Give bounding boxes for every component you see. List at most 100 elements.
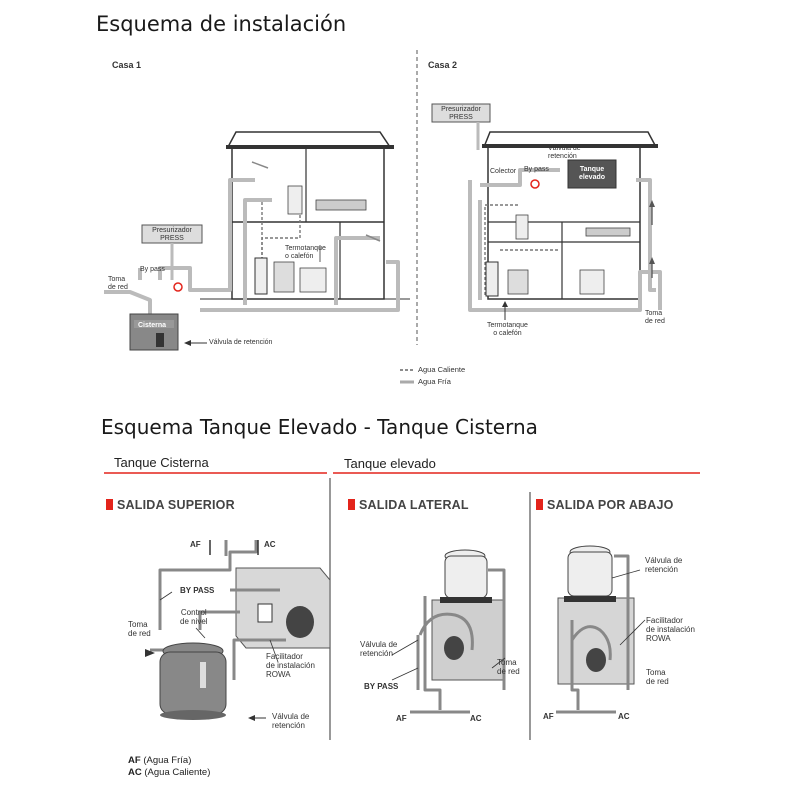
casa2-presurizador-l2: PRESS (449, 114, 473, 121)
casa2-tanque-label: Tanque elevado (574, 166, 610, 182)
p3-facilitador-label: Facilitador de instalación ROWA (646, 616, 695, 643)
casa2-termotanque (485, 261, 499, 297)
p2-ac-label: AC (470, 714, 482, 723)
p3-ac-label: AC (618, 712, 630, 721)
casa1-termotanque-label: Termotanque o calefón (285, 245, 326, 261)
panel-abajo-title: SALIDA POR ABAJO (536, 498, 674, 512)
casa2-termotanque-l2: o calefón (493, 330, 522, 337)
p3-facilitador-l2: de instalación (646, 625, 695, 634)
panel-abajo-title-text: SALIDA POR ABAJO (547, 498, 674, 512)
casa1-presurizador-label: Presurizador PRESS (145, 227, 199, 243)
p1-control-l1: Control (180, 608, 207, 617)
p2-bypass-label: BY PASS (364, 682, 399, 691)
p1-control-l2: de nivel (180, 617, 208, 626)
second-title: Esquema Tanque Elevado - Tanque Cisterna (101, 415, 538, 439)
panel-superior-title: SALIDA SUPERIOR (106, 498, 235, 512)
p2-valvula-label: Válvula de retención (360, 640, 397, 658)
p3-toma-label: Toma de red (646, 668, 669, 686)
p2-toma-l1: Toma (497, 658, 517, 667)
casa1-termotanque-l1: Termotanque (285, 245, 326, 252)
casa1-valvula-label: Válvula de retención (209, 339, 273, 346)
p1-facilitador-l2: de instalación (266, 661, 315, 670)
casa1-toma-label: Toma de red (108, 276, 128, 292)
p1-facilitador-l3: ROWA (266, 670, 291, 679)
p2-valvula-l1: Válvula de (360, 640, 398, 649)
casa1-termotanque-l2: o calefón (285, 253, 314, 260)
casa1-toma-l1: Toma (108, 276, 126, 283)
casa2-cold-pipes (468, 168, 662, 312)
casa1-bypass-label: By pass (140, 266, 165, 273)
installation-diagram (104, 50, 662, 384)
p1-facilitador-l1: Facilitador (266, 652, 303, 661)
panel1-drawing (145, 540, 331, 721)
panel-superior-title-text: SALIDA SUPERIOR (117, 498, 235, 512)
casa2-valvula-label: Válvula de retención (548, 145, 581, 161)
p3-valvula-l1: Válvula de (645, 556, 683, 565)
casa2-valvula-l1: Válvula de (548, 145, 581, 152)
casa2-tanque-elevado (567, 159, 617, 189)
p2-valvula-l2: retención (360, 649, 393, 658)
p1-valvula-l1: Válvula de (272, 712, 310, 721)
casa1-toma-l2: de red (108, 284, 128, 291)
casa2-presurizador-l1: Presurizador (441, 106, 481, 113)
p2-af-label: AF (396, 714, 407, 723)
casa2-tanque-l1: Tanque (579, 166, 605, 173)
casa2-presurizador-label: Presurizador PRESS (433, 106, 489, 122)
casa1-pump-icon (173, 282, 183, 292)
legend-ac-desc: (Agua Caliente) (144, 767, 211, 778)
p3-valvula-label: Válvula de retención (645, 556, 682, 574)
p3-toma-l1: Toma (646, 668, 666, 677)
casa1-termotanque (254, 257, 268, 295)
p3-valvula-l2: retención (645, 565, 678, 574)
p2-toma-label: Toma de red (497, 658, 520, 676)
section-cisterna: Tanque Cisterna (114, 455, 209, 470)
p1-toma-l1: Toma (128, 620, 148, 629)
legend-caliente: Agua Caliente (418, 365, 466, 374)
casa1-presurizador-l1: Presurizador (152, 227, 192, 234)
casa2-tanque-l2: elevado (578, 174, 606, 181)
p3-af-label: AF (543, 712, 554, 721)
casa2-termotanque-label: Termotanque o calefón (487, 322, 528, 338)
legend-af: AF (128, 755, 141, 766)
panel-lateral-title-text: SALIDA LATERAL (359, 498, 469, 512)
casa1-presurizador-l2: PRESS (160, 235, 184, 242)
af-ac-legend: AF (Agua Fría) AC (Agua Caliente) (128, 755, 210, 779)
p1-af-label: AF (190, 540, 201, 549)
legend-ac: AC (128, 767, 142, 778)
casa2-pump-icon (530, 179, 540, 189)
casa1-cold-pipes (104, 178, 400, 315)
casa2-label: Casa 2 (428, 60, 458, 70)
casa2-colector-label: Colector (490, 168, 517, 175)
red-square-icon (536, 499, 543, 510)
p1-valvula-l2: retención (272, 721, 305, 730)
p1-toma-label: Toma de red (128, 620, 151, 638)
p1-control-label: Control de nivel (180, 608, 208, 626)
casa2-presurizador-box (431, 103, 491, 123)
p3-facilitador-l3: ROWA (646, 634, 671, 643)
casa2-bypass-label: By pass (524, 166, 549, 173)
p3-toma-l2: de red (646, 677, 669, 686)
p1-toma-l2: de red (128, 629, 151, 638)
p1-facilitador-label: Facilitador de instalación ROWA (266, 652, 315, 679)
panel2-drawing (391, 549, 506, 714)
red-square-icon (348, 499, 355, 510)
casa1-label: Casa 1 (112, 60, 142, 70)
p3-facilitador-l1: Facilitador (646, 616, 683, 625)
p1-ac-label: AC (264, 540, 276, 549)
p2-toma-l2: de red (497, 667, 520, 676)
casa2-toma-label: Toma de red (645, 310, 665, 326)
casa2-toma-l2: de red (645, 318, 665, 325)
panel3-drawing (556, 545, 646, 714)
casa2-toma-l1: Toma (645, 310, 663, 317)
p1-valvula-label: Válvula de retención (272, 712, 309, 730)
red-square-icon (106, 499, 113, 510)
section-elevado: Tanque elevado (344, 456, 436, 471)
panel-lateral-title: SALIDA LATERAL (348, 498, 469, 512)
casa2-hot-pipes (484, 204, 560, 295)
casa1-cisterna-label: Cisterna (138, 322, 167, 329)
p1-bypass-label: BY PASS (180, 586, 215, 595)
legend-fria: Agua Fría (418, 377, 451, 386)
main-title: Esquema de instalación (96, 12, 347, 36)
casa2-valvula-l2: retención (548, 153, 577, 160)
